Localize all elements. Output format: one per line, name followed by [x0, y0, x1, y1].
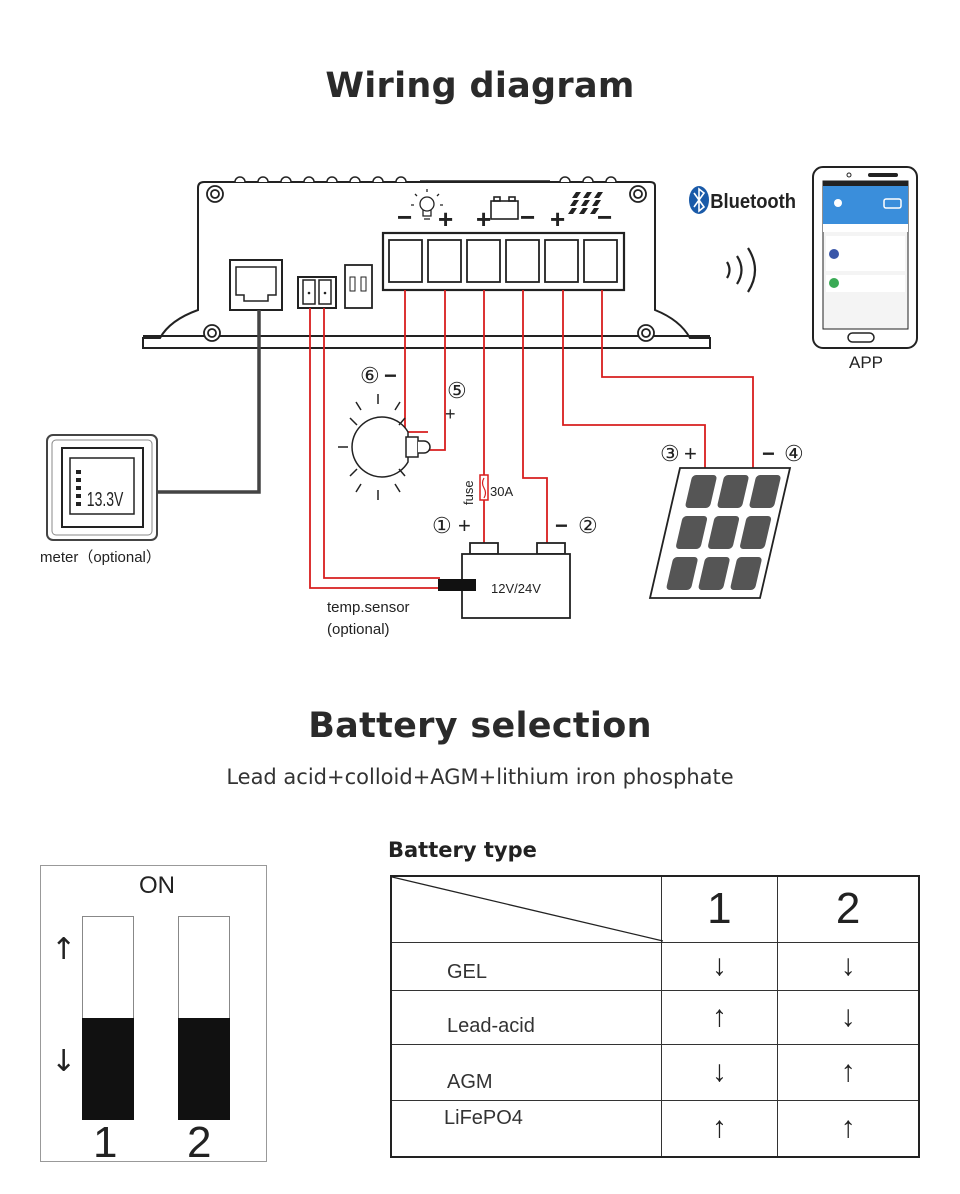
dip-switch-panel: ON ↑ ↓ 1 2 — [40, 865, 267, 1167]
solar-panel-icon — [568, 192, 603, 214]
dip-switch-1-label: 1 — [93, 1118, 118, 1167]
battery-voltage-label: 12V/24V — [491, 581, 541, 596]
label-6: ⑥ — [360, 363, 380, 388]
switch-1-state: ↓ — [660, 1043, 779, 1101]
dip-switch-2-knob — [178, 1018, 230, 1120]
diagonal-header-cell — [390, 875, 663, 943]
dip-switch-1-knob — [82, 1018, 134, 1120]
down-arrow-icon: ↓ — [51, 1044, 77, 1079]
battery-icon — [490, 196, 519, 220]
up-arrow-icon: ↑ — [51, 932, 77, 967]
label-1: ① — [432, 513, 452, 538]
fuse-label: fuse — [461, 480, 476, 505]
meter: 13.3V — [46, 434, 158, 541]
label-4: ④ — [784, 441, 804, 466]
label-2-sign: − — [555, 513, 568, 538]
temp-sensor-label: temp.sensor — [327, 599, 410, 616]
table-row: GEL ↓ ↓ — [390, 941, 920, 991]
screw-icons — [203, 185, 655, 342]
meter-label: meter（optional） — [40, 549, 161, 566]
pv-plus-sign: + — [550, 204, 565, 234]
wiring-diagram-title: Wiring diagram — [325, 66, 635, 106]
bluetooth-logo: Bluetooth — [689, 186, 796, 214]
meter-reading: 13.3V — [87, 487, 124, 510]
dip-switch-2-label: 2 — [187, 1118, 212, 1167]
battery-type-name: AGM — [390, 1043, 662, 1101]
wiring-diagram: − + + − + − fuse 30A — [40, 166, 918, 638]
switch-2-state: ↑ — [777, 1099, 920, 1158]
switch-2-state: ↑ — [777, 1043, 920, 1101]
wireless-signal-icon — [726, 247, 757, 293]
on-label: ON — [139, 872, 175, 899]
battery-type-name: Lead-acid — [390, 989, 662, 1045]
label-6-sign: − — [384, 363, 397, 388]
label-4-sign: − — [762, 441, 775, 466]
switch-1-state: ↑ — [660, 989, 779, 1045]
table-header-row: 1 2 — [390, 875, 920, 943]
switch-1-state: ↑ — [660, 1099, 779, 1158]
table-row: AGM ↓ ↑ — [390, 1043, 920, 1101]
label-1-sign: + — [458, 513, 471, 538]
switch-1-state: ↓ — [660, 941, 779, 991]
fuse-rating: 30A — [490, 484, 513, 499]
lamp-icon — [338, 394, 431, 500]
load-plus-sign: + — [438, 204, 453, 234]
battery-selection-title: Battery selection — [308, 706, 652, 746]
smartphone — [812, 166, 918, 349]
solar-panel — [648, 467, 792, 599]
temp-sensor-optional-label: (optional) — [327, 621, 390, 638]
app-label: APP — [849, 353, 883, 372]
table-row: LiFePO4 ↑ ↑ — [390, 1099, 920, 1158]
battery-type-name: LiFePO4 — [390, 1099, 662, 1158]
temp-sensor — [438, 579, 476, 591]
switch-2-state: ↓ — [777, 941, 920, 991]
bluetooth-label: Bluetooth — [710, 191, 796, 213]
meter-cable — [157, 310, 261, 494]
battery — [461, 542, 571, 619]
battery-minus-sign: − — [520, 202, 535, 232]
column-header-2: 2 — [777, 875, 920, 943]
label-5: ⑤ — [447, 378, 467, 403]
label-3-sign: + — [684, 441, 697, 466]
red-wires — [309, 290, 754, 589]
battery-type-title: Battery type — [388, 838, 537, 862]
table-row: Lead-acid ↑ ↓ — [390, 989, 920, 1045]
column-header-1: 1 — [660, 875, 779, 943]
switch-2-state: ↓ — [777, 989, 920, 1045]
battery-type-table: 1 2 GEL ↓ ↓ Lead-acid ↑ ↓ AGM ↓ ↑ LiFePO… — [390, 875, 920, 1158]
label-3: ③ — [660, 441, 680, 466]
battery-type-name: GEL — [390, 941, 662, 991]
dip-switch-2[interactable] — [178, 916, 230, 1120]
label-5-sign: + — [445, 404, 456, 424]
label-2: ② — [578, 513, 598, 538]
battery-selection-subtitle: Lead acid+colloid+AGM+lithium iron phosp… — [226, 765, 734, 789]
load-minus-sign: − — [397, 202, 412, 232]
lightbulb-icon — [411, 189, 443, 220]
dip-switch-1[interactable] — [82, 916, 134, 1120]
pv-minus-sign: − — [597, 202, 612, 232]
battery-plus-sign: + — [476, 204, 491, 234]
dip-switch-port — [344, 264, 373, 309]
heat-sink-fins — [234, 176, 617, 183]
